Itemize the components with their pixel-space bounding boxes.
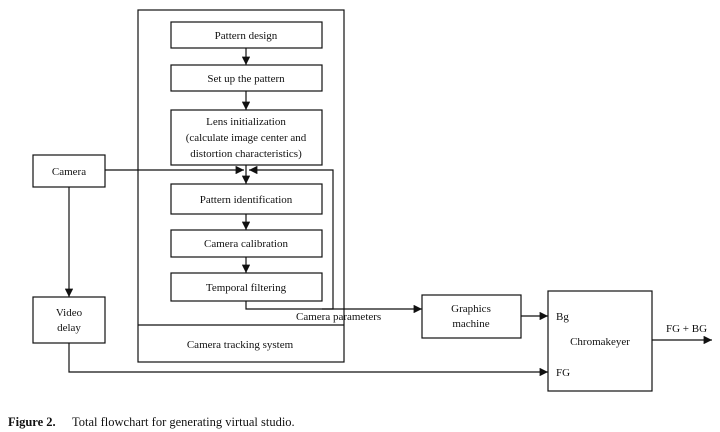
video-delay-box [32, 296, 106, 344]
video-delay-line-2: delay [57, 322, 81, 334]
bg-input-label: Bg [556, 311, 569, 323]
fg-input-label: FG [556, 367, 570, 379]
camera-tracking-system-label: Camera tracking system [187, 339, 294, 351]
output-label: FG + BG [666, 323, 707, 335]
chromakeyer-box [547, 290, 653, 392]
arrow-delay-to-chromakeyer [68, 343, 548, 377]
camera-label: Camera [52, 166, 86, 178]
pattern-design-label: Pattern design [215, 30, 278, 42]
graphics-machine-line-1: Graphics [451, 303, 491, 315]
lens-init-line-2: (calculate image center and [186, 132, 307, 144]
video-delay-line-1: Video [56, 307, 83, 319]
set-up-pattern-label: Set up the pattern [207, 73, 285, 85]
lens-init-line-1: Lens initialization [206, 116, 286, 128]
graphics-machine-line-2: machine [452, 318, 489, 330]
camera-calibration-label: Camera calibration [204, 238, 288, 250]
figure-caption: Total flowchart for generating virtual s… [72, 415, 295, 429]
temporal-filtering-label: Temporal filtering [206, 282, 287, 294]
figure-number: Figure 2. [8, 415, 56, 429]
graphics-machine-box [421, 294, 522, 339]
chromakeyer-label: Chromakeyer [570, 336, 630, 348]
lens-init-line-3: distortion characteristics) [190, 148, 302, 160]
camera-parameters-label: Camera parameters [296, 311, 381, 323]
camera-tracking-system-container [137, 9, 345, 363]
pattern-identification-label: Pattern identification [200, 194, 293, 206]
